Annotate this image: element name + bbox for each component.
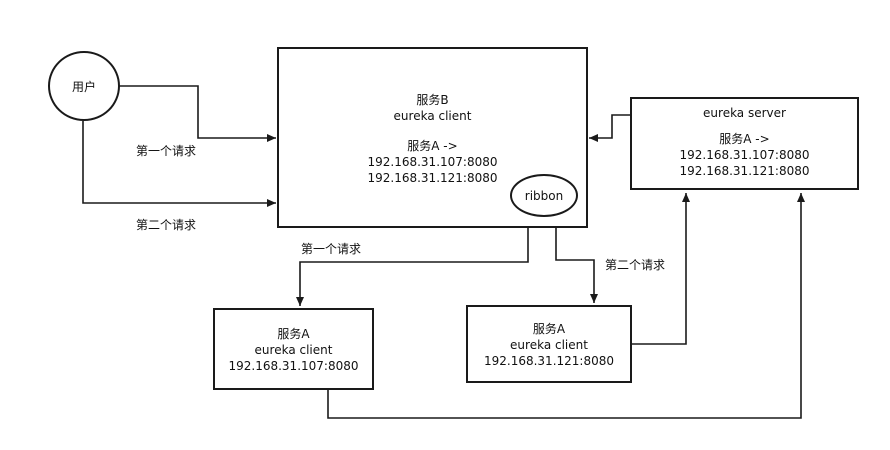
eureka-server-address-2: 192.168.31.121:8080 [679, 164, 810, 178]
service-a1-text: 服务A eureka client 192.168.31.107:8080 [215, 326, 372, 374]
service-b-mapping-label: 服务A -> [407, 139, 458, 153]
edge-ribbon-first-request [296, 216, 529, 306]
eureka-server-title: eureka server [703, 106, 786, 120]
ribbon-node: ribbon [510, 174, 578, 217]
eureka-server-address-1: 192.168.31.107:8080 [679, 148, 810, 162]
service-a1-box: 服务A eureka client 192.168.31.107:8080 [213, 308, 374, 390]
service-b-text: 服务B eureka client 服务A -> 192.168.31.107:… [279, 92, 586, 186]
service-b-subtitle: eureka client [393, 109, 472, 123]
edge-label-ribbon-second-request: 第二个请求 [605, 258, 666, 272]
edge-ribbon-second-request [555, 216, 598, 303]
service-a1-subtitle: eureka client [254, 343, 333, 357]
user-label: 用户 [71, 79, 96, 94]
service-a2-address: 192.168.31.121:8080 [483, 354, 614, 368]
service-b-title: 服务B [416, 93, 449, 107]
user-node: 用户 [48, 51, 120, 121]
eureka-server-box: eureka server 服务A -> 192.168.31.107:8080… [630, 97, 859, 190]
edge-label-user-second-request: 第二个请求 [136, 218, 197, 232]
service-a1-address: 192.168.31.107:8080 [228, 359, 359, 373]
service-a1-title: 服务A [277, 327, 310, 341]
service-a2-box: 服务A eureka client 192.168.31.121:8080 [466, 305, 632, 383]
edge-eureka-to-service-b [589, 114, 630, 142]
service-a2-text: 服务A eureka client 192.168.31.121:8080 [468, 321, 630, 369]
service-a2-subtitle: eureka client [510, 338, 588, 352]
edge-label-user-first-request: 第一个请求 [136, 144, 197, 158]
eureka-server-text: eureka server 服务A -> 192.168.31.107:8080… [632, 105, 857, 179]
edge-service-a1-register [327, 193, 805, 419]
edge-user-first-request [119, 85, 276, 142]
edge-user-second-request [82, 121, 276, 207]
eureka-server-mapping-label: 服务A -> [719, 132, 770, 146]
service-a2-title: 服务A [532, 322, 566, 336]
edge-service-a2-register [632, 193, 690, 345]
edge-label-ribbon-first-request: 第一个请求 [301, 242, 362, 256]
service-b-address-2: 192.168.31.121:8080 [367, 171, 498, 185]
service-b-address-1: 192.168.31.107:8080 [367, 155, 498, 169]
ribbon-label: ribbon [524, 188, 564, 203]
